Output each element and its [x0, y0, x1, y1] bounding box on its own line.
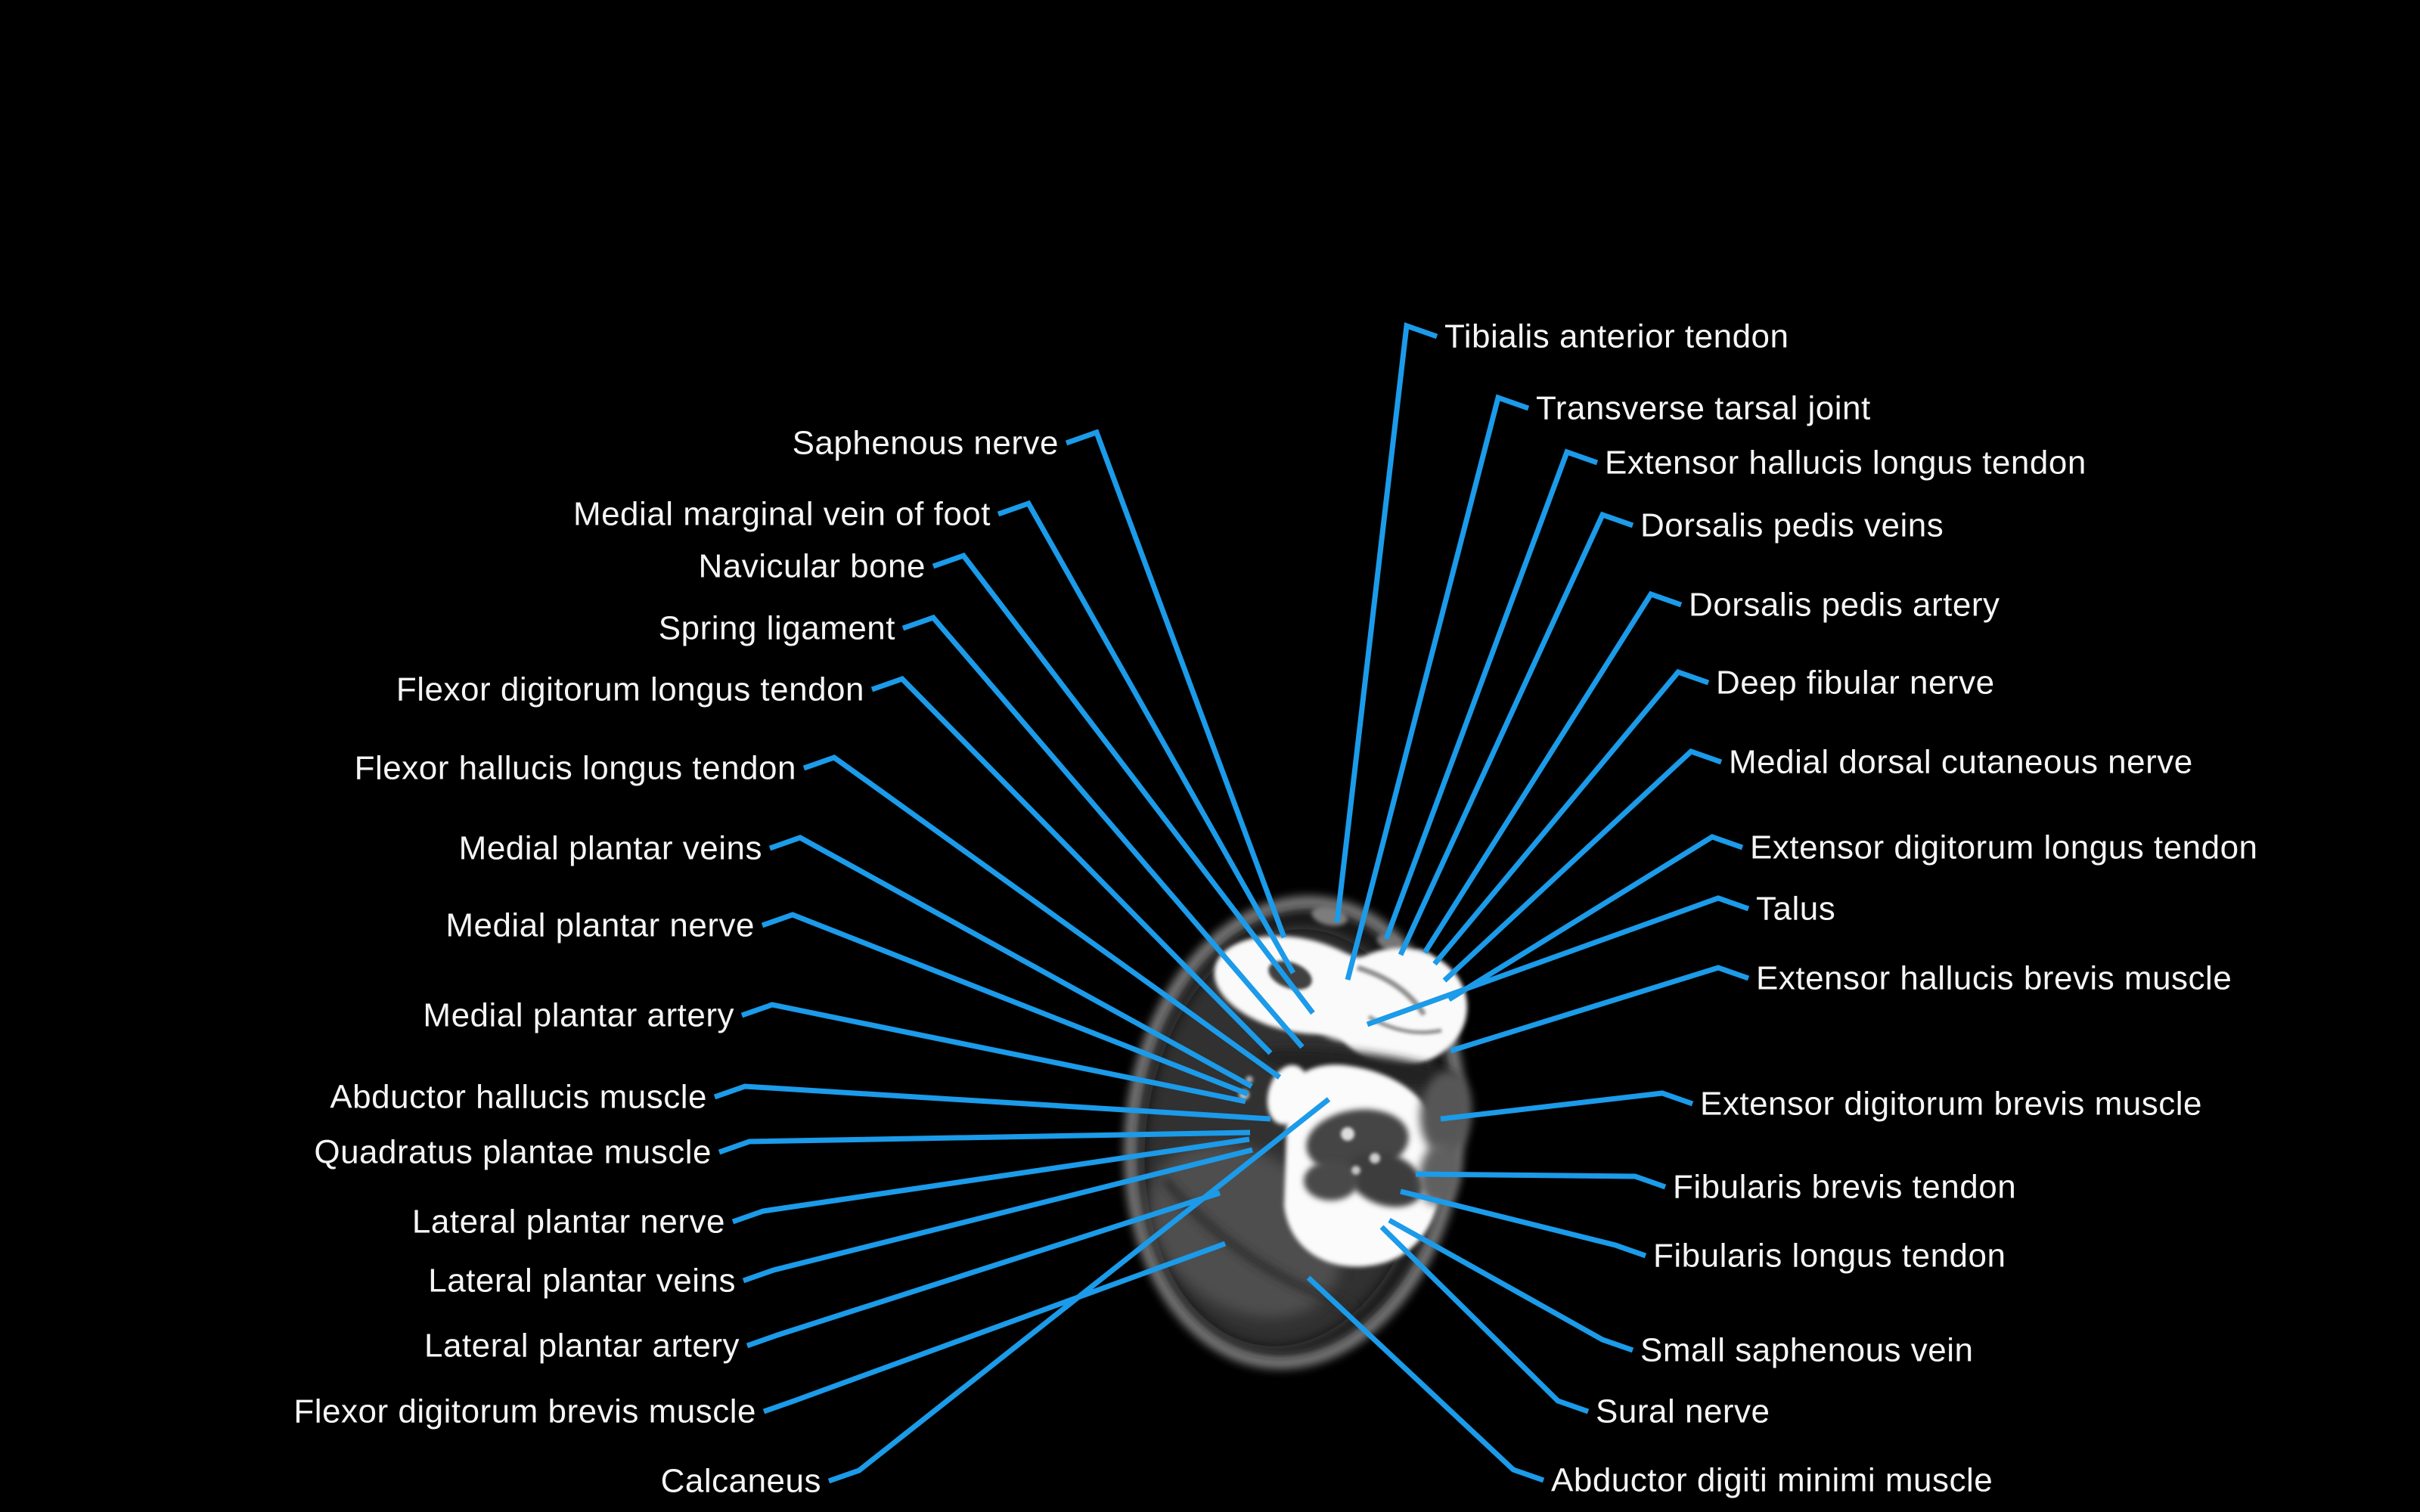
- anatomy-label-right-14[interactable]: Sural nerve: [1596, 1393, 1770, 1430]
- anatomy-label-right-8[interactable]: Talus: [1756, 891, 1835, 928]
- anatomy-label-right-9[interactable]: Extensor hallucis brevis muscle: [1756, 960, 2232, 997]
- leader-line: [827, 1097, 1331, 1484]
- anatomy-label-right-1[interactable]: Transverse tarsal joint: [1536, 390, 1871, 427]
- leader-line: [1447, 834, 1744, 1002]
- leader-line: [802, 754, 1282, 1080]
- extensor-digitorum-brevis-muscle-shadow: [1419, 1071, 1472, 1154]
- leader-line: [713, 1083, 1271, 1122]
- leader-line: [768, 835, 1253, 1089]
- anatomy-label-left-6[interactable]: Medial plantar veins: [459, 830, 762, 867]
- anatomy-label-right-13[interactable]: Small saphenous vein: [1640, 1332, 1973, 1369]
- anatomy-label-left-5[interactable]: Flexor hallucis longus tendon: [355, 750, 796, 787]
- leader-line: [1366, 895, 1750, 1027]
- anatomy-label-left-2[interactable]: Navicular bone: [699, 548, 926, 585]
- extensor-tendon-nodule: [1376, 934, 1404, 952]
- leader-line: [742, 1147, 1253, 1284]
- anatomy-label-right-5[interactable]: Deep fibular nerve: [1716, 665, 1995, 702]
- anatomy-label-right-3[interactable]: Dorsalis pedis veins: [1640, 507, 1944, 544]
- anatomy-label-left-12[interactable]: Lateral plantar veins: [428, 1263, 736, 1300]
- anatomy-label-left-15[interactable]: Calcaneus: [661, 1463, 821, 1500]
- leader-line: [761, 912, 1249, 1097]
- leader-line: [1383, 448, 1599, 940]
- leader-line: [1334, 322, 1438, 923]
- leader-line: [997, 500, 1296, 974]
- bone-marrow-3: [1304, 1161, 1358, 1201]
- leader-line: [731, 1136, 1250, 1225]
- leader-line: [1400, 1188, 1647, 1259]
- leader-line: [1379, 1225, 1590, 1414]
- anatomy-label-right-15[interactable]: Abductor digiti minimi muscle: [1551, 1462, 1993, 1499]
- leader-line: [1432, 668, 1710, 966]
- leader-line: [1440, 1090, 1694, 1122]
- leader-line: [762, 1241, 1227, 1414]
- anatomy-label-left-7[interactable]: Medial plantar nerve: [445, 907, 755, 944]
- anatomy-label-right-12[interactable]: Fibularis longus tendon: [1653, 1238, 2006, 1275]
- trabecula-3: [1351, 1166, 1360, 1175]
- anatomy-label-left-3[interactable]: Spring ligament: [659, 610, 895, 647]
- anatomy-label-left-0[interactable]: Saphenous nerve: [793, 425, 1059, 462]
- leader-line: [1442, 748, 1723, 983]
- anatomy-label-left-8[interactable]: Medial plantar artery: [423, 997, 734, 1034]
- anatomy-label-right-10[interactable]: Extensor digitorum brevis muscle: [1700, 1086, 2202, 1123]
- talus-head: [1331, 948, 1467, 1066]
- leader-line: [932, 552, 1315, 1015]
- anatomy-label-right-0[interactable]: Tibialis anterior tendon: [1444, 318, 1789, 355]
- anatomy-label-left-10[interactable]: Quadratus plantae muscle: [314, 1134, 712, 1171]
- anatomy-label-left-1[interactable]: Medial marginal vein of foot: [573, 496, 991, 533]
- anatomy-label-left-13[interactable]: Lateral plantar artery: [424, 1328, 740, 1365]
- leader-line: [901, 614, 1305, 1049]
- anatomy-label-left-9[interactable]: Abductor hallucis muscle: [330, 1079, 707, 1116]
- anatomy-label-right-2[interactable]: Extensor hallucis longus tendon: [1605, 445, 2086, 482]
- anatomy-label-left-14[interactable]: Flexor digitorum brevis muscle: [293, 1393, 756, 1430]
- leader-line: [1398, 511, 1634, 956]
- leader-line: [1388, 1217, 1634, 1353]
- anatomy-label-right-11[interactable]: Fibularis brevis tendon: [1673, 1169, 2016, 1206]
- anatomy-label-left-4[interactable]: Flexor digitorum longus tendon: [396, 671, 864, 708]
- anatomy-label-right-7[interactable]: Extensor digitorum longus tendon: [1750, 829, 2258, 866]
- trabecula-2: [1370, 1153, 1380, 1163]
- sustentaculum: [1267, 1064, 1309, 1125]
- leader-line: [1415, 1171, 1667, 1190]
- trabecula-1: [1341, 1127, 1354, 1141]
- leader-line: [1449, 965, 1750, 1054]
- leader-line: [1423, 590, 1683, 954]
- leader-line: [718, 1129, 1251, 1155]
- leader-line: [1345, 394, 1530, 981]
- leader-line: [870, 675, 1273, 1055]
- anatomy-label-right-4[interactable]: Dorsalis pedis artery: [1689, 587, 2000, 624]
- anatomy-label-left-11[interactable]: Lateral plantar nerve: [412, 1204, 725, 1241]
- anatomy-label-right-6[interactable]: Medial dorsal cutaneous nerve: [1729, 744, 2193, 781]
- leader-line: [746, 1190, 1221, 1349]
- leader-line: [1065, 429, 1287, 939]
- leader-line: [740, 1002, 1246, 1105]
- leader-lines-layer: [713, 322, 1750, 1484]
- leader-line: [1306, 1275, 1545, 1483]
